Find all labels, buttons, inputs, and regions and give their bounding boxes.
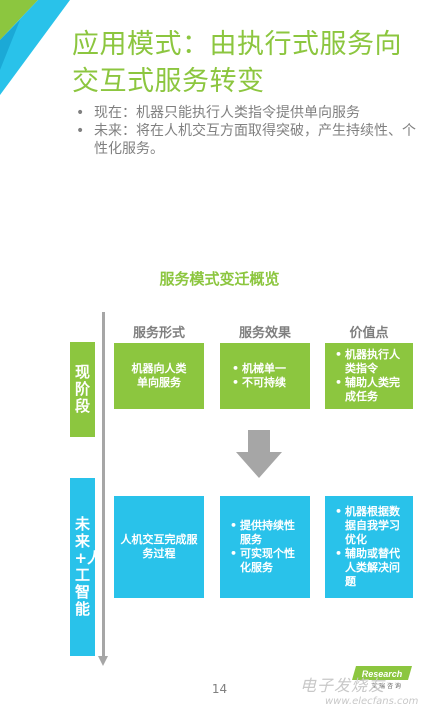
bullet-marker: • (76, 105, 85, 121)
bullet-item-now: •现在：机器只能执行人类指令提供单向服务 (76, 105, 360, 121)
page-title: 应用模式：由执行式服务向交互式服务转变 (72, 29, 402, 97)
watermark: 电子发烧友 (300, 676, 386, 695)
list-item: •不可持续 (232, 376, 286, 389)
transition-arrow-icon (236, 430, 282, 478)
current-value-box: •机器执行人类指令 •辅助人类完成任务 (325, 343, 413, 409)
future-value-box: •机器根据数据自我学习优化 •辅助或替代人类解决问题 (325, 496, 413, 598)
column-header-effect: 服务效果 (238, 326, 291, 341)
list-item: •可实现个性化服务 (230, 547, 295, 574)
list-item: •提供持续性服务 (230, 519, 295, 546)
current-form-box: 机器向人类单向服务 (114, 343, 204, 409)
column-header-form: 服务形式 (132, 326, 185, 341)
page-number: 14 (211, 682, 228, 696)
current-effect-box: •机械单一 •不可持续 (220, 343, 310, 409)
future-effect-box: •提供持续性服务 •可实现个性化服务 (220, 496, 310, 598)
list-item: •辅助人类完成任务 (335, 376, 400, 403)
row-label-current: 现阶段 (70, 342, 95, 437)
research-logo: Research 艾 瑞 咨 询 (352, 666, 412, 690)
list-item: •机器根据数据自我学习优化 (335, 505, 400, 546)
watermark-url: www.elecfans.com (325, 696, 419, 707)
svg-text:艾 瑞 咨 询: 艾 瑞 咨 询 (371, 682, 401, 690)
row-label-future: 未来+人工智能 (70, 478, 102, 656)
future-form-box: 人机交互完成服务过程 (114, 496, 204, 598)
bullet-marker: • (76, 123, 85, 139)
timeline-arrow-icon (98, 656, 108, 666)
list-item: •机械单一 (232, 362, 286, 375)
corner-decoration (0, 0, 70, 95)
bullet-list: •现在：机器只能执行人类指令提供单向服务 •未来：将在人机交互方面取得突破，产生… (76, 104, 426, 158)
diagram-title: 服务模式变迁概览 (159, 270, 280, 288)
column-header-value: 价值点 (349, 326, 389, 341)
list-item: •辅助或替代人类解决问题 (335, 547, 400, 588)
bullet-item-future: •未来：将在人机交互方面取得突破，产生持续性、个性化服务。 (76, 123, 416, 157)
svg-text:Research: Research (362, 669, 403, 679)
list-item: •机器执行人类指令 (335, 348, 400, 375)
timeline-axis (102, 312, 105, 662)
